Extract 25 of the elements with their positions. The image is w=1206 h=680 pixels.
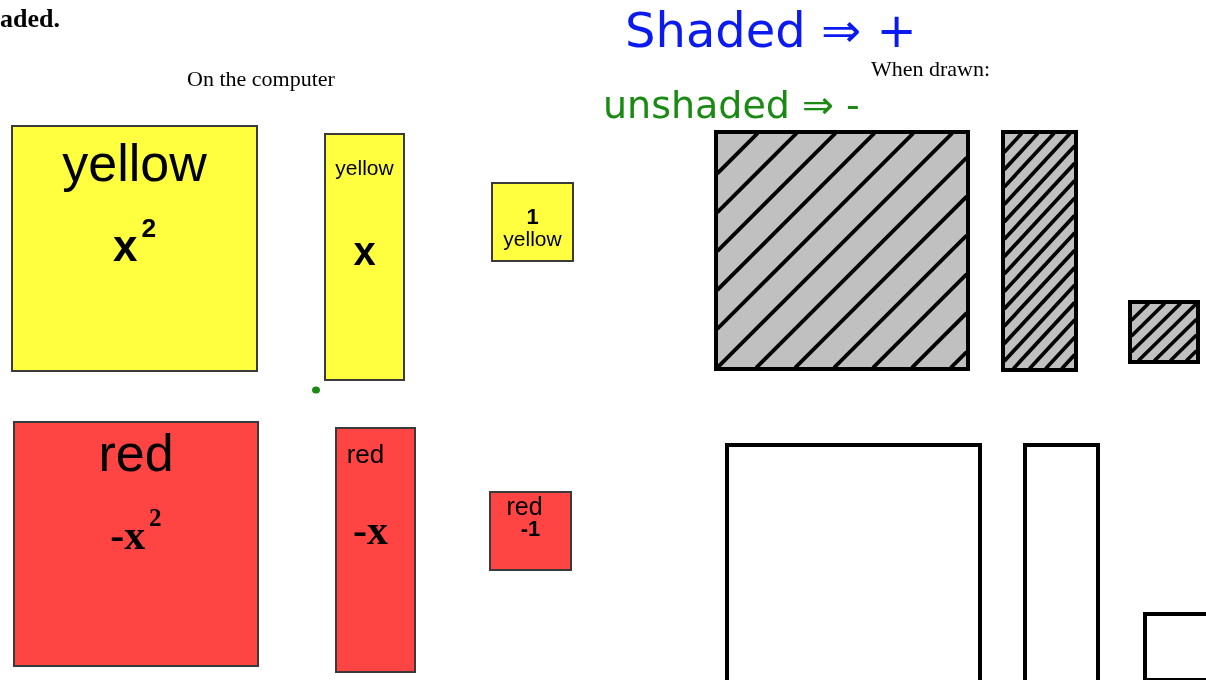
unshaded-tile — [1023, 443, 1100, 680]
algebra-tile — [491, 182, 574, 262]
tile-label: yellow — [334, 157, 395, 178]
tile-label: -x$^{2}$ — [109, 505, 163, 556]
handwritten-note: unshaded ⇒ - — [603, 86, 860, 124]
tile-label: x$^{2}$ — [111, 215, 158, 268]
unshaded-tile — [725, 443, 982, 680]
tile-label: -1 — [519, 518, 542, 540]
tile-label: x — [352, 231, 377, 271]
caption: When drawn: — [871, 58, 991, 80]
algebra-tile — [13, 421, 259, 667]
tile-label: red — [345, 441, 386, 467]
unshaded-tile — [1143, 612, 1206, 680]
tile-label: red — [505, 494, 544, 519]
algebra-tile — [324, 133, 405, 381]
tile-label: 1 — [525, 206, 540, 228]
algebra-tile — [335, 427, 416, 673]
tile-label: yellow — [502, 228, 563, 249]
caption: On the computer — [187, 68, 335, 90]
tile-label: red — [97, 427, 175, 479]
tile-label: -x — [352, 509, 389, 551]
algebra-tile — [11, 125, 258, 372]
heading-fragment: aded. — [0, 6, 60, 32]
algebra-tile — [489, 491, 572, 571]
handwritten-note: Shaded ⇒ + — [625, 6, 917, 54]
